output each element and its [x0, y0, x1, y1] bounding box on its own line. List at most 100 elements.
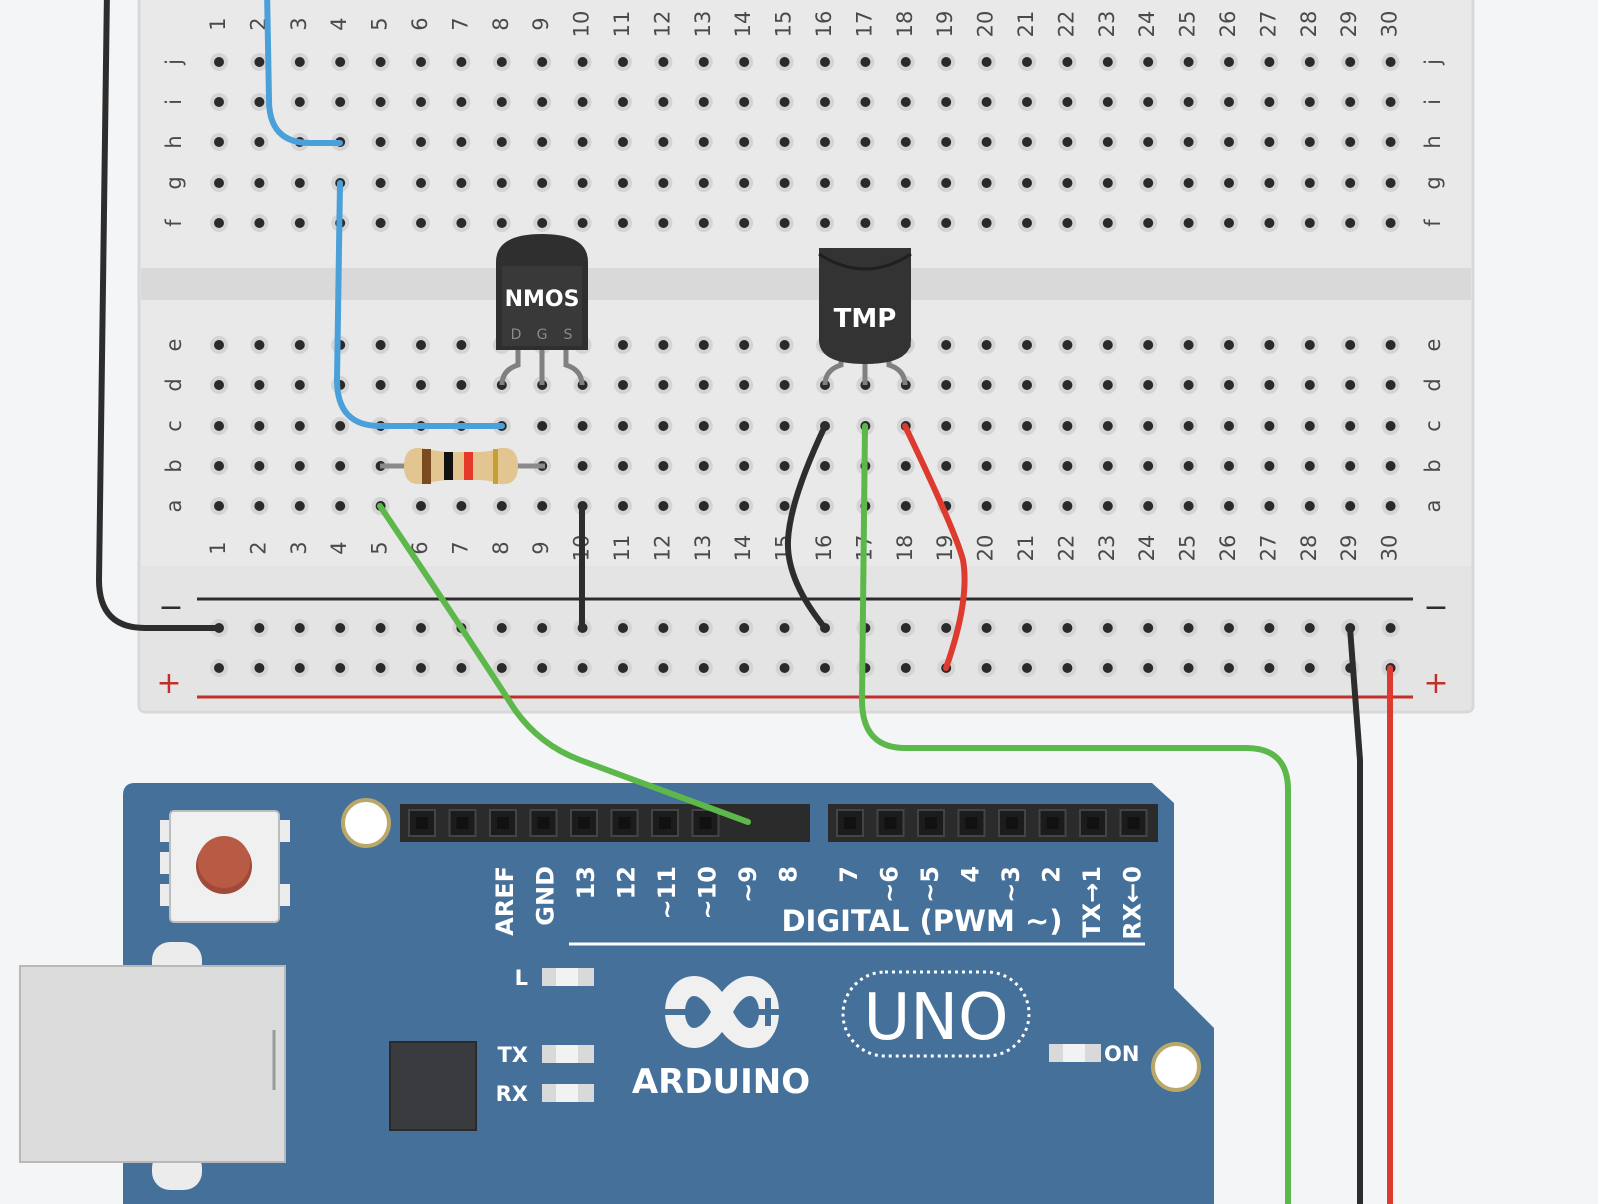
- header-pin[interactable]: [998, 809, 1026, 837]
- breadboard-hole[interactable]: [654, 376, 673, 394]
- breadboard-hole[interactable]: [1220, 133, 1238, 151]
- breadboard-hole[interactable]: [1139, 53, 1158, 71]
- breadboard-hole[interactable]: [412, 53, 430, 71]
- breadboard-hole[interactable]: [816, 457, 834, 475]
- breadboard-hole[interactable]: [1098, 336, 1117, 354]
- breadboard-hole[interactable]: [1381, 53, 1400, 71]
- breadboard-hole[interactable]: [1058, 336, 1077, 354]
- breadboard-hole[interactable]: [1341, 174, 1360, 192]
- breadboard-hole[interactable]: [533, 659, 552, 677]
- breadboard-hole[interactable]: [614, 133, 632, 151]
- breadboard-hole[interactable]: [1220, 53, 1238, 71]
- breadboard-hole[interactable]: [654, 336, 673, 354]
- breadboard-hole[interactable]: [896, 93, 915, 111]
- breadboard-hole[interactable]: [654, 214, 673, 232]
- breadboard-hole[interactable]: [533, 417, 552, 435]
- breadboard-hole[interactable]: [452, 174, 471, 192]
- breadboard-hole[interactable]: [1058, 659, 1077, 677]
- breadboard-hole[interactable]: [1018, 497, 1036, 515]
- breadboard-hole[interactable]: [1139, 214, 1158, 232]
- breadboard-hole[interactable]: [250, 497, 269, 515]
- breadboard-hole[interactable]: [735, 174, 754, 192]
- breadboard-hole[interactable]: [735, 457, 754, 475]
- breadboard-hole[interactable]: [937, 376, 956, 394]
- breadboard-hole[interactable]: [1098, 53, 1117, 71]
- breadboard-hole[interactable]: [654, 457, 673, 475]
- breadboard-hole[interactable]: [533, 214, 552, 232]
- breadboard-hole[interactable]: [977, 336, 996, 354]
- header-pin[interactable]: [448, 809, 477, 837]
- header-pin[interactable]: [1119, 809, 1148, 837]
- breadboard-hole[interactable]: [1260, 53, 1279, 71]
- breadboard-hole[interactable]: [1260, 214, 1279, 232]
- breadboard-hole[interactable]: [250, 174, 269, 192]
- breadboard-hole[interactable]: [412, 174, 430, 192]
- breadboard-hole[interactable]: [1381, 457, 1400, 475]
- wire-blue-main[interactable]: [333, 180, 505, 429]
- breadboard-hole[interactable]: [1179, 659, 1198, 677]
- breadboard-hole[interactable]: [1098, 376, 1117, 394]
- breadboard-hole[interactable]: [614, 457, 632, 475]
- breadboard-hole[interactable]: [412, 133, 430, 151]
- breadboard-hole[interactable]: [371, 619, 390, 637]
- breadboard-hole[interactable]: [614, 659, 632, 677]
- breadboard-hole[interactable]: [614, 417, 632, 435]
- breadboard-hole[interactable]: [937, 457, 956, 475]
- breadboard-hole[interactable]: [1139, 457, 1158, 475]
- breadboard-hole[interactable]: [250, 659, 269, 677]
- breadboard-hole[interactable]: [977, 619, 996, 637]
- breadboard-hole[interactable]: [371, 336, 390, 354]
- header-pin[interactable]: [610, 809, 639, 837]
- breadboard-hole[interactable]: [977, 133, 996, 151]
- breadboard-hole[interactable]: [1341, 336, 1360, 354]
- breadboard-hole[interactable]: [371, 133, 390, 151]
- breadboard-hole[interactable]: [614, 53, 632, 71]
- breadboard-hole[interactable]: [290, 417, 309, 435]
- breadboard-hole[interactable]: [412, 93, 430, 111]
- breadboard-hole[interactable]: [937, 93, 956, 111]
- breadboard-hole[interactable]: [1098, 214, 1117, 232]
- breadboard-hole[interactable]: [694, 497, 713, 515]
- breadboard-hole[interactable]: [492, 659, 511, 677]
- breadboard-hole[interactable]: [1098, 659, 1117, 677]
- breadboard-hole[interactable]: [452, 659, 471, 677]
- header-pin[interactable]: [876, 809, 905, 837]
- breadboard-hole[interactable]: [1018, 457, 1036, 475]
- breadboard-hole[interactable]: [573, 174, 592, 192]
- breadboard-hole[interactable]: [331, 619, 350, 637]
- resistor[interactable]: [380, 447, 545, 485]
- breadboard-hole[interactable]: [412, 336, 430, 354]
- breadboard-hole[interactable]: [1058, 214, 1077, 232]
- breadboard-hole[interactable]: [1300, 619, 1319, 637]
- breadboard-hole[interactable]: [1260, 133, 1279, 151]
- breadboard-hole[interactable]: [1341, 93, 1360, 111]
- breadboard-hole[interactable]: [654, 619, 673, 637]
- breadboard-hole[interactable]: [452, 53, 471, 71]
- breadboard-hole[interactable]: [1341, 417, 1360, 435]
- breadboard-hole[interactable]: [1179, 457, 1198, 475]
- breadboard-hole[interactable]: [816, 133, 834, 151]
- breadboard-hole[interactable]: [290, 376, 309, 394]
- breadboard-hole[interactable]: [1300, 53, 1319, 71]
- breadboard-hole[interactable]: [1381, 174, 1400, 192]
- breadboard-hole[interactable]: [371, 659, 390, 677]
- breadboard-hole[interactable]: [1381, 93, 1400, 111]
- breadboard-hole[interactable]: [775, 376, 794, 394]
- breadboard-hole[interactable]: [412, 214, 430, 232]
- breadboard-hole[interactable]: [1220, 93, 1238, 111]
- breadboard-hole[interactable]: [1300, 457, 1319, 475]
- breadboard-hole[interactable]: [1098, 497, 1117, 515]
- breadboard-hole[interactable]: [1058, 93, 1077, 111]
- breadboard-hole[interactable]: [937, 214, 956, 232]
- nmos-transistor[interactable]: NMOS D G S: [496, 234, 588, 386]
- breadboard-hole[interactable]: [331, 457, 350, 475]
- breadboard-hole[interactable]: [1341, 133, 1360, 151]
- breadboard-hole[interactable]: [1260, 417, 1279, 435]
- breadboard-hole[interactable]: [1058, 174, 1077, 192]
- breadboard-hole[interactable]: [331, 497, 350, 515]
- breadboard-hole[interactable]: [210, 93, 228, 111]
- breadboard-hole[interactable]: [412, 376, 430, 394]
- breadboard-hole[interactable]: [977, 53, 996, 71]
- breadboard-hole[interactable]: [1220, 376, 1238, 394]
- breadboard-hole[interactable]: [1381, 336, 1400, 354]
